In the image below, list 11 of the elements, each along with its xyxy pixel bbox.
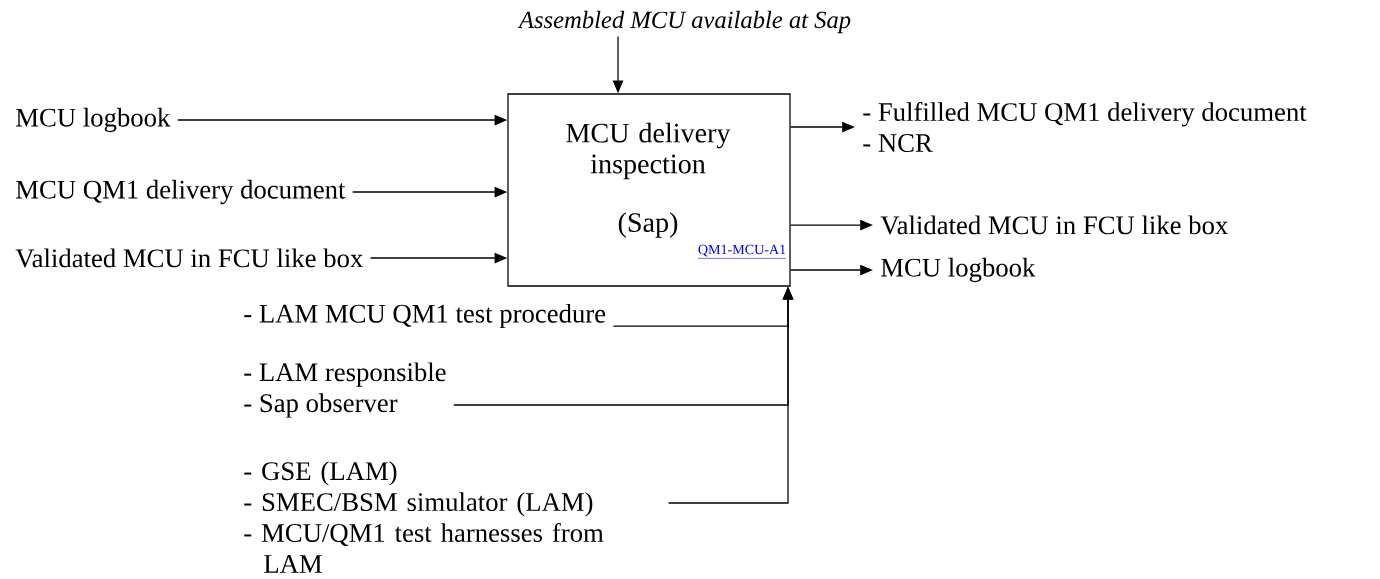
input-label: MCU logbook xyxy=(16,107,171,133)
input-label: Validated MCU in FCU like box xyxy=(15,248,363,268)
output-label: MCU logbook xyxy=(881,257,1036,283)
mechanism-label: - LAM responsible - Sap observer xyxy=(244,362,446,418)
input-label: MCU QM1 delivery document xyxy=(16,179,346,205)
mechanism-label: - LAM MCU QM1 test procedure xyxy=(244,303,606,329)
mechanism-label: - GSE (LAM) - SMEC/BSM simulator (LAM) - MCU/QM1 test harnesses from LAM xyxy=(244,461,604,573)
input-label: Assembled MCU available at Sap xyxy=(517,10,851,34)
reference-link: QM1-MCU-A1 xyxy=(697,244,787,259)
output-label: Validated MCU in FCU like box xyxy=(880,215,1228,235)
output-label: - Fulfilled MCU QM1 delivery document - NCR xyxy=(863,102,1307,152)
